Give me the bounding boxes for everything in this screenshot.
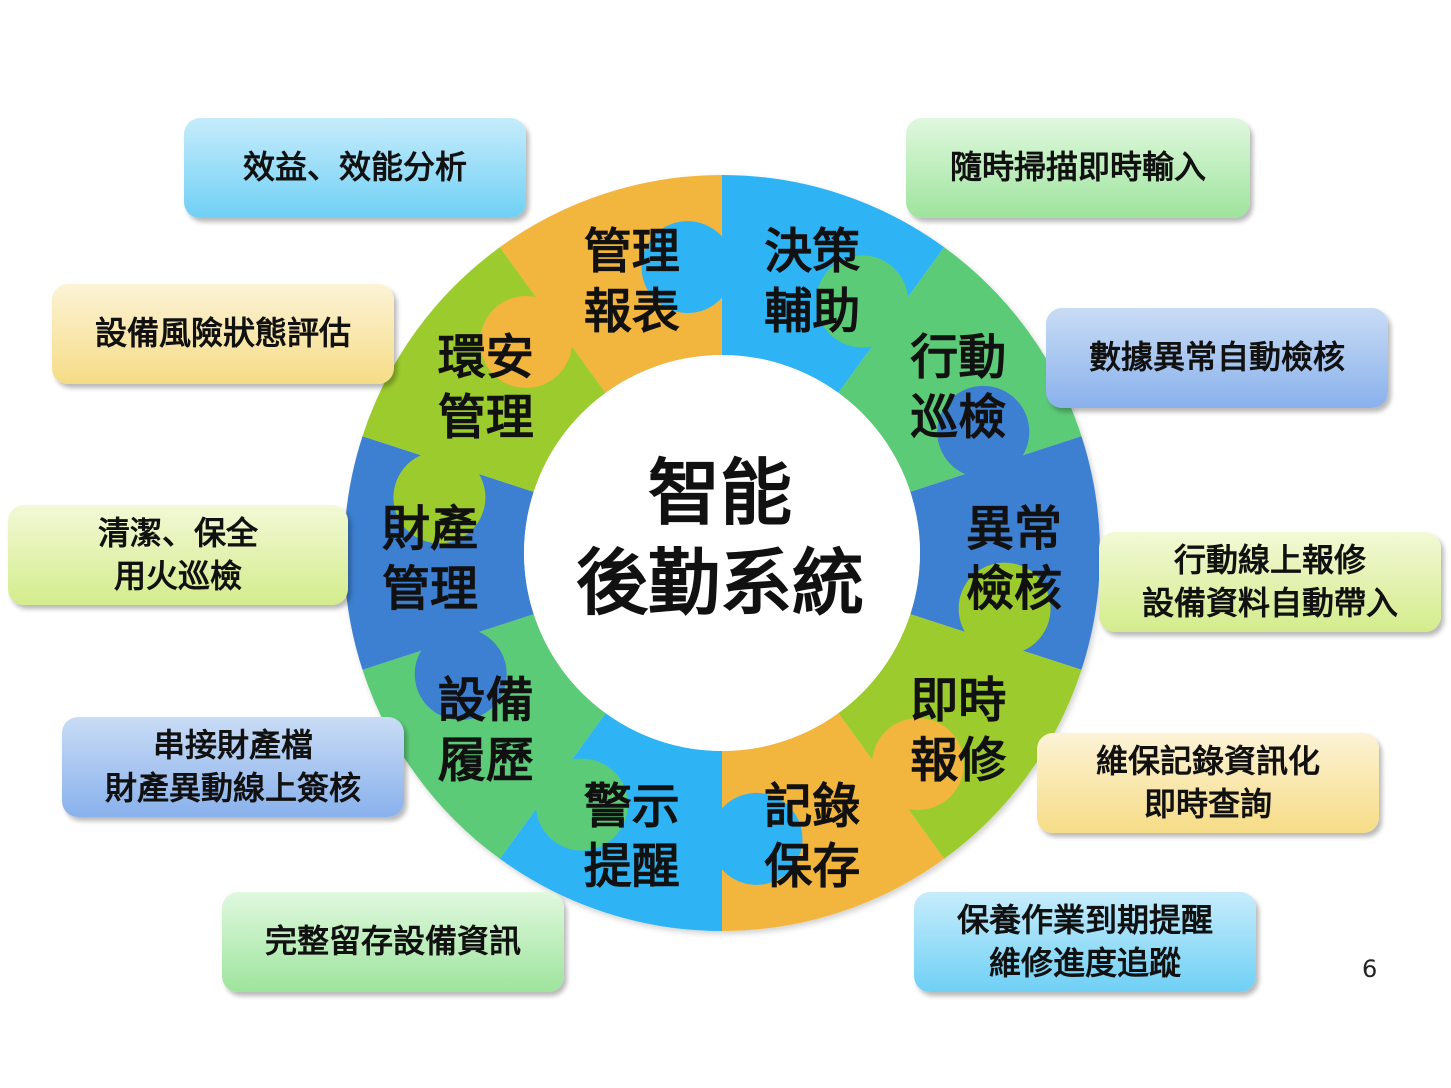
segment-label-mobile-patrol-line1: 行動 xyxy=(910,329,1006,385)
callout-equipment-info: 完整留存設備資訊 xyxy=(222,892,564,992)
puzzle-tab-instant-repair xyxy=(958,562,1051,655)
callout-risk-assessment: 設備風險狀態評估 xyxy=(52,284,394,384)
segment-label-alert-reminder-line2: 提醒 xyxy=(584,839,680,895)
callout-cleaning-line2: 用火巡檢 xyxy=(113,557,242,595)
callout-asset-line2: 財產異動線上簽核 xyxy=(104,769,361,807)
segment-label-env-safety-line2: 管理 xyxy=(438,389,534,445)
puzzle-tab-anomaly-check xyxy=(937,385,1030,478)
callout-maintenance-reminder: 保養作業到期提醒 維修進度追蹤 xyxy=(914,892,1256,992)
center-title-line1: 智能 xyxy=(648,451,792,535)
segment-label-alert-reminder-line1: 警示 xyxy=(584,779,680,835)
puzzle-tab-record-keeping xyxy=(871,718,964,811)
callout-asset-link: 串接財產檔 財產異動線上簽核 xyxy=(62,717,404,817)
segment-label-anomaly-check-line1: 異常 xyxy=(966,501,1062,557)
callout-data-check: 數據異常自動檢核 xyxy=(1046,308,1388,408)
segment-instant-repair xyxy=(838,614,1082,859)
segment-label-management-report-line1: 管理 xyxy=(584,223,680,279)
callout-cleaning-security: 清潔、保全 用火巡檢 xyxy=(8,505,348,605)
callout-maintenance-records: 維保記錄資訊化 即時查詢 xyxy=(1037,733,1379,833)
callout-asset-line1: 串接財產檔 xyxy=(152,725,313,764)
callout-scan-line1: 隨時掃描即時輸入 xyxy=(949,148,1206,187)
segment-label-decision-line1: 決策 xyxy=(764,223,860,279)
center-title-line2: 後勤系統 xyxy=(576,541,864,625)
callout-mobile-repair-line1: 行動線上報修 xyxy=(1173,540,1366,579)
segment-anomaly-check xyxy=(910,436,1100,670)
segment-label-decision-line2: 輔助 xyxy=(764,283,860,339)
center-title: 智能 後勤系統 xyxy=(576,451,864,625)
segment-env-safety xyxy=(362,247,606,492)
segment-label-equipment-history-line2: 履歷 xyxy=(438,733,534,789)
callout-risk-line1: 設備風險狀態評估 xyxy=(94,314,351,353)
segment-label-env-safety-line1: 環安 xyxy=(438,329,534,385)
page-number: 6 xyxy=(1362,955,1378,983)
segment-label-asset-management-line1: 財產 xyxy=(382,501,478,557)
callout-history-line1: 完整留存設備資訊 xyxy=(264,922,521,961)
puzzle-tab-env-safety xyxy=(393,451,486,544)
callout-reminder-line2: 維修進度追蹤 xyxy=(988,944,1181,982)
puzzle-tab-mobile-patrol xyxy=(816,255,909,348)
callout-data-check-line1: 數據異常自動檢核 xyxy=(1088,338,1345,377)
segment-label-anomaly-check-line2: 檢核 xyxy=(966,561,1062,617)
segment-label-record-keeping-line1: 記錄 xyxy=(764,779,860,835)
segment-label-instant-repair-line1: 即時 xyxy=(910,673,1006,729)
callout-benefit-analysis: 效益、效能分析 xyxy=(184,118,526,218)
puzzle-tab-alert-reminder xyxy=(710,792,803,885)
callout-mobile-repair: 行動線上報修 設備資料自動帶入 xyxy=(1099,532,1441,632)
segment-label-asset-management-line2: 管理 xyxy=(382,561,478,617)
callout-maintenance-line2: 即時查詢 xyxy=(1143,785,1272,823)
puzzle-tab-decision xyxy=(641,221,734,314)
callout-benefit-line1: 效益、效能分析 xyxy=(242,148,467,187)
segment-label-mobile-patrol-line2: 巡檢 xyxy=(910,389,1006,445)
segment-label-equipment-history-line1: 設備 xyxy=(438,673,534,729)
segment-label-record-keeping-line2: 保存 xyxy=(764,839,860,895)
callout-mobile-repair-line2: 設備資料自動帶入 xyxy=(1141,584,1398,622)
puzzle-ring xyxy=(344,175,1100,931)
segment-asset-management xyxy=(344,436,534,670)
puzzle-tab-equipment-history xyxy=(535,758,628,851)
callout-scan-input: 隨時掃描即時輸入 xyxy=(906,118,1250,218)
callout-maintenance-line1: 維保記錄資訊化 xyxy=(1095,741,1320,780)
callout-cleaning-line1: 清潔、保全 xyxy=(97,513,258,552)
puzzle-tab-asset-management xyxy=(414,628,507,721)
puzzle-tab-management-report xyxy=(480,295,573,388)
segment-label-management-report-line2: 報表 xyxy=(584,283,680,339)
center-disc xyxy=(524,355,920,751)
segment-label-instant-repair-line2: 報修 xyxy=(910,733,1007,789)
callout-reminder-line1: 保養作業到期提醒 xyxy=(956,900,1213,939)
